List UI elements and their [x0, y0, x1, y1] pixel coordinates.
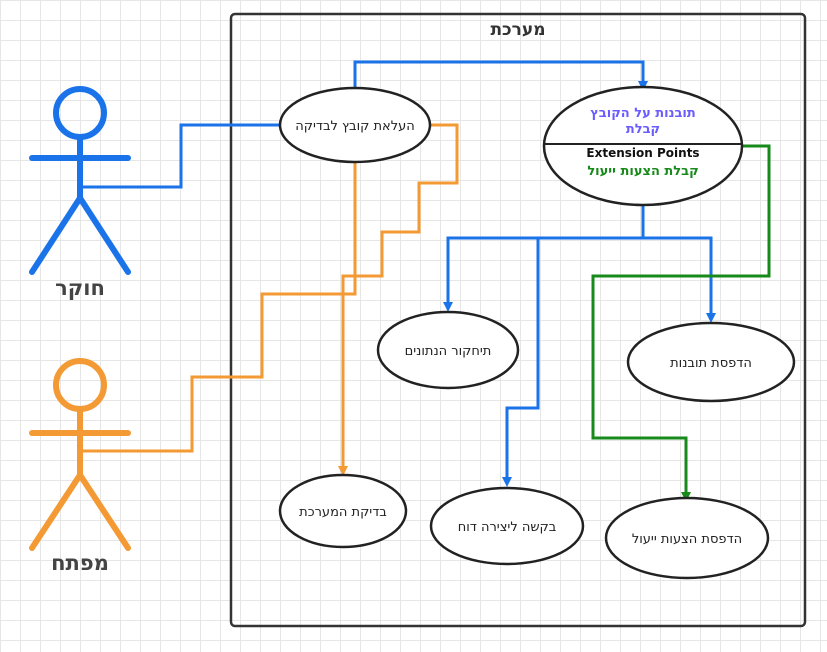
use-case-insights[interactable]: תובנות על הקובץ קבלת Extension Points קב… [542, 85, 744, 207]
actor-developer-label: מפתח [51, 551, 109, 575]
extension-point-advice: קבלת הצעות ייעול [587, 164, 698, 179]
use-case-insights-line2: קבלת [626, 122, 660, 137]
connector-developer-upload [82, 163, 357, 453]
use-case-print-advice[interactable]: הדפסת הצעות ייעול [604, 496, 770, 580]
system-boundary [229, 12, 807, 628]
use-case-insights-line1: תובנות על הקובץ [590, 106, 696, 121]
connector-advice-extension [591, 144, 771, 502]
use-case-upload-file[interactable]: העלאת קובץ לבדיקה [278, 86, 432, 164]
connector-upload-insights [353, 60, 648, 91]
actor-developer[interactable] [29, 358, 131, 551]
use-case-print-advice-label: הדפסת הצעות ייעול [632, 532, 742, 547]
connector-to-report-request [502, 238, 540, 487]
connector-researcher-upload [82, 123, 280, 189]
use-case-print-insights-label: הדפסת תובנות [670, 356, 752, 371]
use-case-system-check[interactable]: בדיקת המערכת [278, 473, 408, 549]
use-case-data-research[interactable]: תיחקור הנתונים [376, 310, 520, 390]
use-case-system-check-label: בדיקת המערכת [299, 505, 387, 520]
connector-insights-branches [443, 205, 645, 312]
use-case-report-request[interactable]: בקשה ליצירה דוח [429, 486, 585, 566]
system-title: מערכת [490, 20, 545, 40]
use-case-upload-file-label: העלאת קובץ לבדיקה [295, 119, 414, 134]
connector-upload-system-check [338, 123, 459, 476]
actor-researcher[interactable] [29, 86, 131, 275]
actor-researcher-label: חוקר [55, 276, 105, 300]
use-case-report-request-label: בקשה ליצירה דוח [458, 520, 557, 535]
extension-points-title: Extension Points [586, 146, 699, 160]
use-case-print-insights[interactable]: הדפסת תובנות [626, 321, 796, 403]
use-case-data-research-label: תיחקור הנתונים [405, 344, 492, 359]
connector-to-print-insights [643, 236, 716, 323]
